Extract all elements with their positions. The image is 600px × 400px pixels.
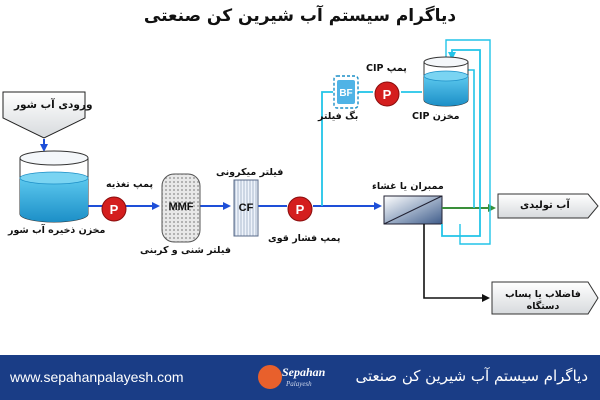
logo-name: Sepahan: [282, 365, 326, 379]
storage-tank-label: مخزن ذخیره آب شور: [8, 225, 106, 236]
product-box: [497, 193, 599, 219]
inlet-shape: [2, 91, 86, 139]
feed-pump-letter: P: [110, 202, 119, 217]
mmf-label: MMF: [168, 201, 193, 213]
inlet-label: ورودی آب شور: [14, 99, 93, 111]
cf-caption: فیلتر میکرونی: [216, 167, 284, 178]
feed-pump-label: پمپ تغذیه: [106, 179, 154, 190]
cip-pump-letter: P: [383, 87, 392, 102]
reject-to-cip-tank-line: [445, 39, 491, 245]
mmf-caption: فیلتر شنی و کربنی: [140, 245, 231, 256]
cip-tank: [423, 56, 469, 107]
membrane-to-waste-line: [423, 224, 490, 302]
feed-pump: P: [101, 196, 127, 222]
company-logo: Sepahan Palayesh: [258, 363, 328, 393]
waste-box: [491, 281, 599, 315]
logo-subtitle: Palayesh: [286, 380, 312, 388]
cip-pump-label: پمپ CIP: [366, 63, 407, 74]
product-to-cip-tank-line: [468, 69, 475, 208]
membrane-label: ممبران یا غشاء: [372, 181, 444, 192]
storage-tank: [19, 150, 89, 223]
cip-pump: P: [374, 81, 400, 107]
cf-label: CF: [239, 202, 254, 214]
product-label: آب تولیدی: [520, 200, 570, 211]
inlet-node: [2, 91, 86, 139]
membrane: [383, 195, 443, 225]
cip-return-to-main-line: [321, 91, 333, 206]
membrane-to-cip-tank-line: [441, 49, 481, 237]
logo-emblem-icon: [258, 365, 282, 389]
cip-tank-label: مخزن CIP: [412, 111, 460, 122]
bf-label: BF: [339, 88, 352, 99]
bag-filter: BF: [333, 75, 359, 109]
hp-pump: P: [287, 196, 313, 222]
footer-bar: www.sepahanpalayesh.com Sepahan Palayesh…: [0, 355, 600, 400]
hp-pump-letter: P: [296, 202, 305, 217]
mmf-filter: MMF: [161, 173, 201, 243]
diagram-title: دیاگرام سیستم آب شیرین کن صنعتی: [143, 6, 457, 26]
bf-caption: بگ فیلتر: [318, 111, 359, 122]
waste-label: فاضلاب یا پساب دستگاه: [505, 289, 581, 312]
cf-filter: CF: [233, 179, 259, 237]
website-link[interactable]: www.sepahanpalayesh.com: [10, 369, 184, 385]
footer-caption: دیاگرام سیستم آب شیرین کن صنعتی: [355, 367, 588, 385]
hp-pump-caption: پمپ فشار قوی: [268, 233, 341, 244]
